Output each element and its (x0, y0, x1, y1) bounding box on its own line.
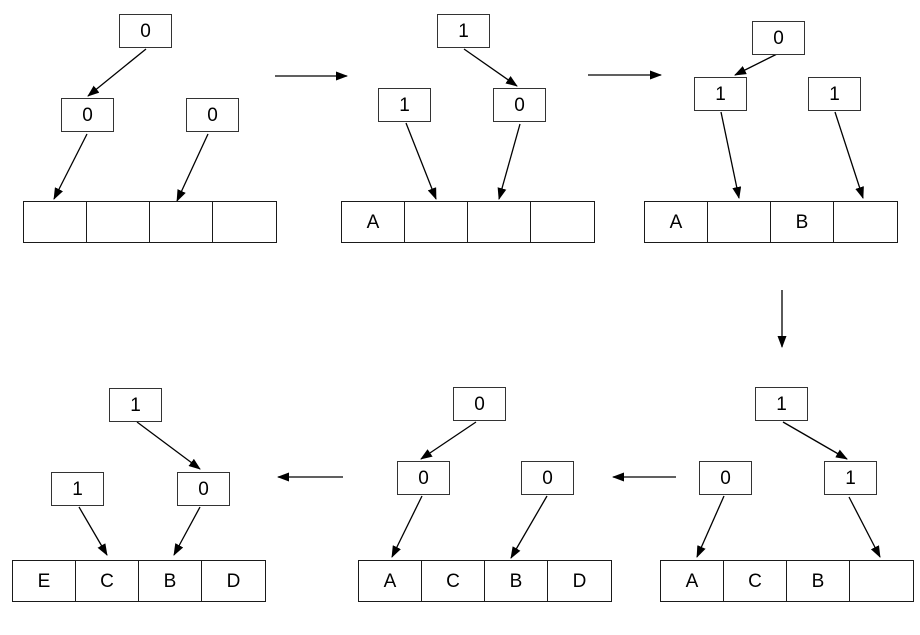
step5-array-cell-4: D (572, 570, 587, 592)
step5-root-to-left-child-arrow (420, 421, 477, 460)
step2-array-cell-2 (405, 202, 468, 242)
step2-root-node: 1 (437, 14, 490, 48)
step1-array-cell-2 (87, 202, 150, 242)
step6-array-cell-4: D (226, 570, 241, 592)
step4-left-node: 0 (699, 461, 752, 495)
step1-root-node: 0 (119, 14, 172, 48)
step6-root-node: 1 (109, 388, 162, 422)
step5-left-to-cell1-arrow (391, 495, 423, 558)
step1-left-to-cell1-arrow (53, 133, 88, 200)
step6-right-node: 0 (177, 472, 230, 506)
step5-right-node: 0 (521, 461, 574, 495)
step5-left-node: 0 (397, 461, 450, 495)
step6-array-cell-1: E (13, 561, 76, 601)
step1-array-cell-3 (150, 202, 213, 242)
step6-left-to-cell2-arrow (78, 506, 108, 556)
step2-array-cell-4 (531, 202, 594, 242)
step3-left-to-cell2-arrow (720, 111, 742, 199)
step3-right-node: 1 (808, 77, 861, 111)
step3-array-cell-2 (708, 202, 771, 242)
step2-left-to-cell2-arrow (405, 122, 437, 200)
step5-array: A C B D (358, 560, 612, 602)
step4-array-cell-2: C (724, 561, 787, 601)
step6-left-node: 1 (51, 472, 104, 506)
step5-array-cell-3: B (485, 561, 548, 601)
step1-root-to-left-child-arrow (87, 48, 147, 97)
step4-right-node: 1 (824, 461, 877, 495)
step3-array: A B (644, 201, 898, 243)
step5-array-cell-2: C (422, 561, 485, 601)
step5-array-cell-1: A (359, 561, 422, 601)
step6-right-to-cell3-arrow (173, 506, 201, 556)
step3-array-cell-1: A (645, 202, 708, 242)
step4-root-to-right-child-arrow (782, 421, 848, 460)
step4-array-cell-3: B (787, 561, 850, 601)
step6-array-cell-3: B (139, 561, 202, 601)
step2-right-to-cell3-arrow (497, 123, 521, 200)
step2-array-cell-3 (468, 202, 531, 242)
step5-root-node: 0 (453, 387, 506, 421)
step1-array-cell-4 (213, 202, 276, 242)
step1-left-node: 0 (61, 98, 114, 132)
step2-right-node: 0 (493, 88, 546, 122)
step4-right-to-cell4-arrow (848, 496, 881, 558)
step1-array-cell-1 (24, 202, 87, 242)
step3-left-node: 1 (694, 77, 747, 111)
step4-array-cell-4 (850, 561, 913, 601)
step1-array (23, 201, 277, 243)
step3-right-to-cell4-arrow (834, 111, 864, 199)
step4-array: A C B (660, 560, 914, 602)
step2-left-node: 1 (378, 88, 431, 122)
step4-left-to-cell1-arrow (696, 495, 725, 558)
step2-array: A (341, 201, 595, 243)
step5-right-to-cell3-arrow (510, 495, 548, 559)
step4-root-node: 1 (755, 387, 808, 421)
step6-array: E C B D (12, 560, 266, 602)
step6-root-to-right-child-arrow (136, 421, 201, 470)
step1-right-to-cell3-arrow (176, 133, 209, 202)
step3-root-node: 0 (752, 21, 805, 55)
step3-array-cell-3: B (771, 202, 834, 242)
step2-array-cell-1: A (342, 202, 405, 242)
step2-root-to-right-child-arrow (463, 48, 518, 87)
step4-array-cell-1: A (661, 561, 724, 601)
step3-root-to-left-child-arrow (734, 53, 778, 76)
step1-right-node: 0 (186, 98, 239, 132)
step3-array-cell-4 (834, 202, 897, 242)
step6-array-cell-2: C (76, 561, 139, 601)
